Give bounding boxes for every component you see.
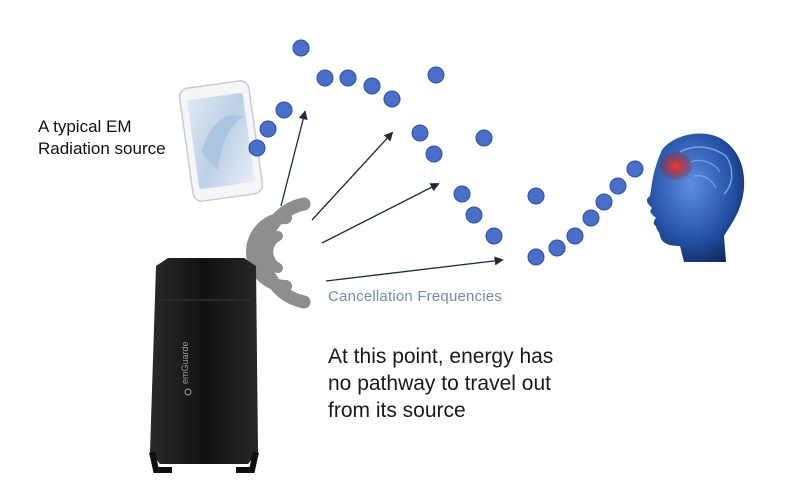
wave-dot — [316, 69, 334, 87]
wave-dot — [465, 206, 483, 224]
cancellation-label: Cancellation Frequencies — [328, 288, 503, 305]
wave-dot — [411, 124, 429, 142]
wave-dot — [527, 187, 545, 205]
cancellation-arrow — [321, 183, 440, 244]
cancellation-arrow — [280, 110, 308, 207]
wave-dot — [363, 77, 381, 95]
wave-dot — [292, 39, 310, 57]
wave-dot — [427, 66, 445, 84]
brain-head-icon — [646, 133, 745, 262]
wave-dot — [582, 209, 600, 227]
wave-dot — [485, 227, 503, 245]
cancellation-arrows — [280, 110, 504, 282]
statement-text: At this point, energy has no pathway to … — [328, 345, 554, 422]
wave-dot — [595, 193, 613, 211]
em-wave-dots — [248, 39, 644, 266]
wave-dot — [527, 248, 545, 266]
wave-dot — [259, 120, 277, 138]
wave-dot — [453, 185, 471, 203]
wave-dot — [548, 239, 566, 257]
wave-dot — [275, 101, 293, 119]
wave-dot — [339, 69, 357, 87]
wave-dot — [248, 139, 266, 157]
phone-icon — [178, 80, 264, 202]
wave-dot — [626, 160, 644, 178]
cancellation-arrow — [325, 256, 504, 282]
device-brand-text: emGuarde — [180, 341, 190, 384]
wave-dot — [609, 177, 627, 195]
emguarde-device-icon: emGuarde — [149, 258, 259, 473]
cancellation-arrow — [311, 131, 394, 221]
wave-dot — [383, 90, 401, 108]
wave-dot — [566, 227, 584, 245]
source-label: A typical EM Radiation source — [38, 117, 166, 158]
wifi-signal-icon — [246, 197, 311, 309]
wave-dot — [475, 129, 493, 147]
wave-dot — [425, 145, 443, 163]
